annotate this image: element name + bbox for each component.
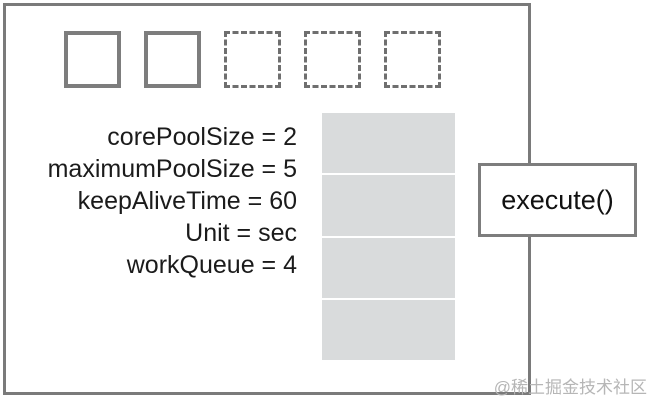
queue-slot (322, 175, 455, 236)
param-line: keepAliveTime = 60 (77, 187, 297, 215)
param-line: Unit = sec (185, 219, 297, 247)
param-line: corePoolSize = 2 (107, 123, 297, 151)
watermark-text: @稀土掘金技术社区 (493, 378, 647, 397)
thread-slot-dashed (224, 31, 281, 88)
thread-slot-solid (64, 31, 121, 88)
param-line: workQueue = 4 (126, 251, 297, 279)
queue-slot (322, 237, 455, 298)
work-queue (322, 113, 455, 360)
thread-slot-solid (144, 31, 201, 88)
thread-slot-dashed (304, 31, 361, 88)
execute-method-box: execute() (478, 163, 637, 237)
queue-slot (322, 113, 455, 174)
thread-slot-dashed (384, 31, 441, 88)
param-line: maximumPoolSize = 5 (47, 155, 297, 183)
thread-slots-row (64, 31, 441, 88)
execute-label: execute() (501, 184, 614, 215)
constructor-params: corePoolSize = 2 maximumPoolSize = 5 keepA… (48, 121, 297, 281)
queue-slot (322, 299, 455, 360)
